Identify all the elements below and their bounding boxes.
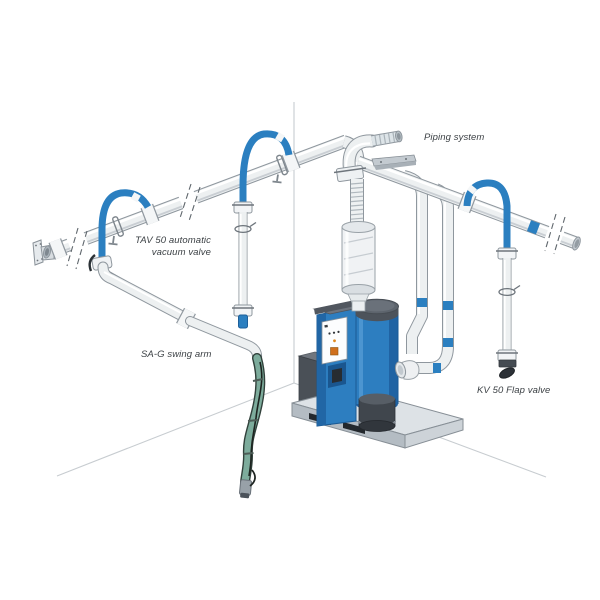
motor-drum bbox=[358, 393, 396, 432]
filter-muffler bbox=[341, 179, 376, 312]
kv-valve-drop bbox=[463, 179, 521, 379]
collector-cylinder bbox=[355, 298, 399, 411]
hose-nozzle bbox=[238, 479, 253, 499]
vacuum-unit bbox=[291, 298, 464, 449]
branch-arc-swing-arm bbox=[98, 189, 152, 264]
wall-flange-mount bbox=[32, 238, 68, 266]
inlet-elbow bbox=[394, 360, 420, 380]
label-flap-valve: KV 50 Flap valve bbox=[477, 385, 551, 396]
exhaust-junction bbox=[333, 130, 417, 182]
label-tav-valve-line1: TAV 50 automatic bbox=[135, 235, 211, 246]
label-tav-valve-line2: vacuum valve bbox=[151, 247, 211, 258]
label-swing-arm: SA-G swing arm bbox=[141, 349, 212, 360]
swing-arm bbox=[88, 254, 263, 363]
suction-hose bbox=[238, 353, 266, 499]
flap-valve bbox=[498, 359, 517, 379]
pipe-hanger bbox=[108, 154, 288, 246]
control-panel bbox=[321, 316, 348, 365]
tav-valve-drop bbox=[232, 130, 293, 329]
label-piping-system: Piping system bbox=[424, 132, 485, 143]
label-tav-valve: TAV 50 automatic vacuum valve bbox=[135, 235, 211, 259]
